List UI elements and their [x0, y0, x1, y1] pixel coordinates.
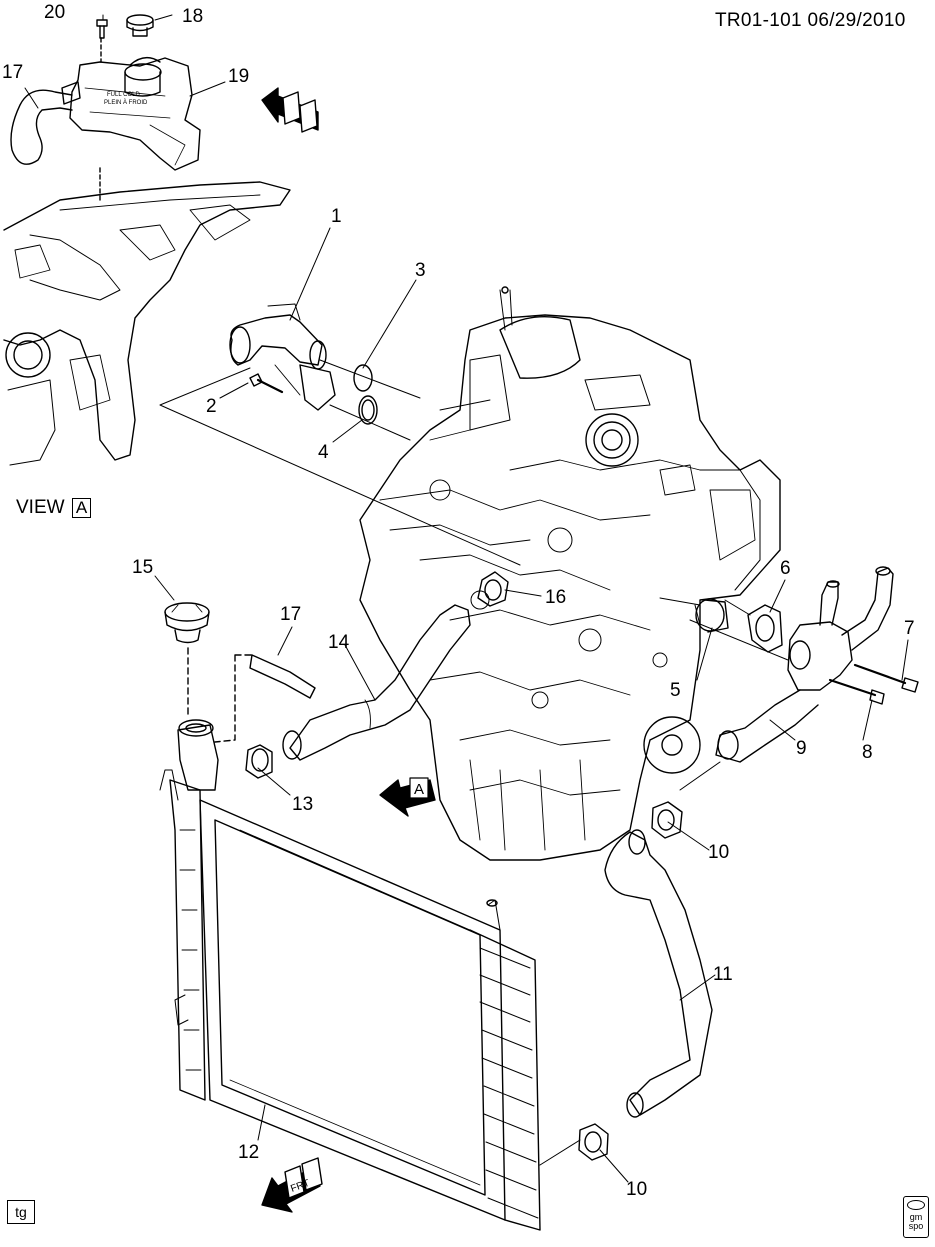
reservoir-text-2: PLEIN À FROID	[104, 99, 148, 106]
gm-spo-logo: gm spo	[903, 1196, 929, 1238]
view-a-arrow-letter: A	[414, 781, 424, 798]
outlet-seal-ring	[353, 364, 373, 392]
reservoir-cap	[126, 14, 154, 37]
engine-assembly	[359, 286, 781, 861]
callout-3: 3	[415, 260, 426, 281]
callout-10-lower: 10	[626, 1179, 647, 1200]
overflow-hose-17	[249, 654, 316, 699]
housing-bolt-upper	[853, 663, 919, 693]
view-a-inset: FULL COLD PLEIN À FROID	[3, 14, 319, 466]
callout-13: 13	[292, 794, 313, 815]
callout-1: 1	[331, 206, 342, 227]
callout-14: 14	[328, 632, 350, 653]
lower-radiator-hose	[604, 829, 713, 1118]
callout-numbers: 20 18 17 19 1 2 3 4 5 6 7 8 9 10 11 12 1…	[2, 2, 915, 1200]
callout-4: 4	[318, 442, 329, 463]
outlet-bolt	[249, 373, 284, 394]
callout-15: 15	[132, 557, 153, 578]
lower-hose-clamp-upper	[651, 801, 683, 839]
callout-6: 6	[780, 558, 791, 579]
callout-8: 8	[862, 742, 873, 763]
callout-16: 16	[545, 587, 566, 608]
callout-17: 17	[280, 604, 301, 625]
callout-12: 12	[238, 1142, 259, 1163]
leader-overflow-hose	[214, 654, 253, 743]
lower-inlet-clamp	[245, 744, 273, 779]
callout-17-inset: 17	[2, 62, 23, 83]
view-letter-box: A	[71, 498, 92, 518]
outlet-seal	[358, 395, 378, 425]
upper-radiator-hose	[282, 604, 471, 761]
callout-9: 9	[796, 738, 807, 759]
reservoir-hose-inset	[10, 81, 81, 165]
view-a-arrow: A	[379, 777, 436, 817]
callout-18: 18	[182, 6, 203, 27]
callout-10-upper: 10	[708, 842, 729, 863]
callout-2: 2	[206, 396, 217, 417]
front-body-structure	[3, 167, 291, 466]
leader-lines-thermostat	[659, 597, 789, 661]
reservoir-bolt	[96, 19, 108, 39]
leader-lines-outlet	[159, 359, 521, 566]
view-word: VIEW	[16, 497, 65, 518]
callout-11: 11	[713, 964, 733, 985]
front-arrow-bottom: FRT	[261, 1157, 323, 1213]
thermostat	[694, 598, 729, 633]
view-a-label: VIEW A	[16, 497, 92, 519]
gm-text: gm	[909, 1212, 923, 1222]
radiator-cap	[164, 602, 210, 644]
callout-19: 19	[228, 66, 249, 87]
upper-hose-clamp	[477, 571, 509, 607]
gm-spo-text: gm spo	[904, 1213, 928, 1231]
callout-5: 5	[670, 680, 681, 701]
housing-bolt-lower	[828, 678, 885, 705]
front-arrow-top	[261, 87, 319, 133]
diagram-code-date: TR01-101 06/29/2010	[715, 10, 906, 31]
gm-disc	[907, 1200, 925, 1210]
callout-20: 20	[44, 2, 65, 23]
spo-text: spo	[908, 1221, 924, 1231]
callout-7: 7	[904, 618, 915, 639]
coolant-reservoir: FULL COLD PLEIN À FROID	[69, 37, 201, 171]
callout-leaders	[24, 14, 909, 1183]
thermostat-housing	[787, 566, 894, 691]
radiator	[159, 719, 541, 1231]
leader-lower-hose	[539, 761, 721, 1166]
lower-hose-clamp-lower	[578, 1123, 609, 1161]
reservoir-text-1: FULL COLD	[107, 92, 140, 98]
thermostat-gasket	[747, 604, 783, 653]
coolant-outlet-pipe	[229, 303, 336, 411]
tg-badge: tg	[7, 1200, 35, 1224]
